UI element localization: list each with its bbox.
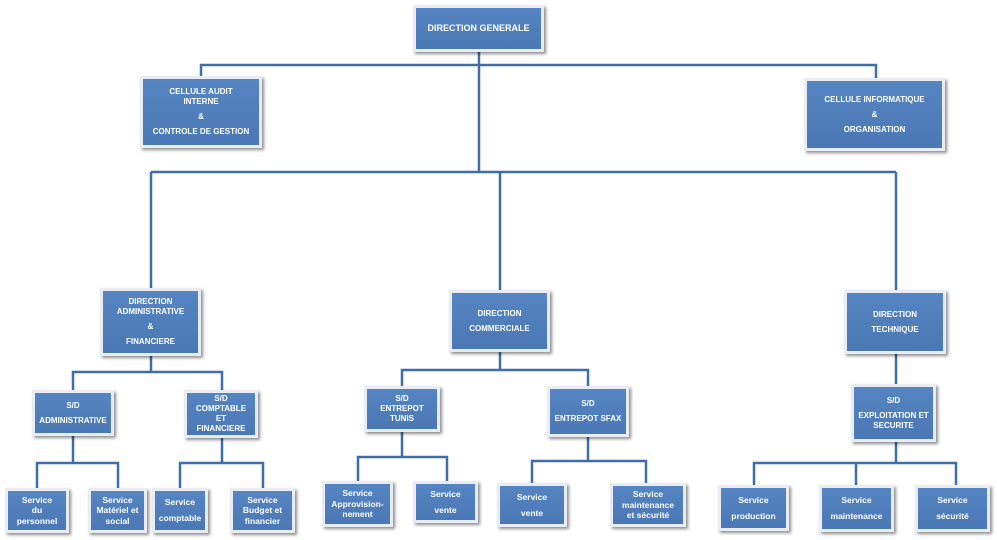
node-label: personnel <box>16 515 58 526</box>
node-label: vente <box>434 504 457 515</box>
node-label: CONTROLE DE GESTION <box>152 127 250 136</box>
node-label: Service <box>841 495 872 506</box>
node-label: TECHNIQUE <box>871 324 919 334</box>
node-label: et sécurité <box>626 510 670 521</box>
node-label: Service <box>102 494 133 505</box>
sd-entrepot-sfax-node[interactable]: S/D ENTREPOT SFAX <box>547 386 629 437</box>
node-label: social <box>105 515 130 526</box>
service-budget-financier-node[interactable]: Service Budget et financier <box>230 488 295 533</box>
service-vente-sfax-node[interactable]: Service vente <box>497 483 567 527</box>
node-label: Service <box>738 494 769 505</box>
node-label: DIRECTION <box>128 297 173 306</box>
node-label: ADMINISTRATIVE <box>116 307 185 316</box>
node-label: & <box>871 109 878 119</box>
service-materiel-social-node[interactable]: Service Matériel et social <box>88 488 147 533</box>
sd-comptable-financiere-node[interactable]: S/D COMPTABLE ET FINANCIERE <box>184 390 258 438</box>
node-label: & <box>198 112 204 121</box>
node-label: Approvision- <box>331 498 384 509</box>
service-approvisionnement-node[interactable]: Service Approvision- nement <box>322 481 393 527</box>
node-label: Service <box>247 494 278 505</box>
node-label: comptable <box>158 513 202 523</box>
node-label: INTERNE <box>183 97 219 106</box>
node-label: DIRECTION <box>477 308 522 318</box>
node-label: ENTREPOT SFAX <box>554 414 622 423</box>
node-label: Service <box>342 488 373 499</box>
cellule-audit-node[interactable]: CELLULE AUDIT INTERNE & CONTROLE DE GEST… <box>140 76 262 148</box>
node-label: financier <box>244 515 281 526</box>
service-personnel-node[interactable]: Service du personnel <box>5 488 69 533</box>
sd-exploitation-securite-node[interactable]: S/D EXPLOITATION ET SECURITE <box>851 384 936 442</box>
node-label: COMMERCIALE <box>469 323 530 333</box>
node-label: SECURITE <box>873 420 914 430</box>
node-label: Service <box>632 489 664 500</box>
node-label: Service <box>516 491 548 502</box>
node-label: du <box>31 505 43 516</box>
node-label: DIRECTION GENERALE <box>427 22 530 33</box>
node-label: TUNIS <box>390 414 414 423</box>
node-label: EXPLOITATION ET <box>858 410 929 420</box>
node-label: DIRECTION <box>873 309 917 319</box>
node-label: S/D <box>395 394 409 403</box>
node-label: Service <box>164 497 196 508</box>
cellule-informatique-node[interactable]: CELLULE INFORMATIQUE & ORGANISATION <box>804 78 945 151</box>
node-label: ADMINISTRATIVE <box>39 415 107 425</box>
service-maintenance-node[interactable]: Service maintenance <box>819 485 894 532</box>
service-comptable-node[interactable]: Service comptable <box>152 488 208 533</box>
node-label: vente <box>520 507 544 518</box>
node-label: maintenance <box>830 511 883 521</box>
node-label: Service <box>21 494 53 505</box>
node-label: CELLULE AUDIT <box>169 87 233 96</box>
direction-commerciale-node[interactable]: DIRECTION COMMERCIALE <box>449 290 550 352</box>
node-label: S/D <box>214 394 228 403</box>
node-label: Matériel et <box>96 505 139 516</box>
node-label: Service <box>430 488 461 499</box>
service-vente-tunis-node[interactable]: Service vente <box>413 481 478 523</box>
node-label: ET <box>215 414 227 423</box>
service-securite-node[interactable]: Service sécurité <box>915 485 990 532</box>
sd-entrepot-tunis-node[interactable]: S/D ENTREPOT TUNIS <box>364 386 440 432</box>
node-label: & <box>147 322 154 331</box>
direction-generale-node[interactable]: DIRECTION GENERALE <box>413 5 544 52</box>
node-label: production <box>731 510 776 521</box>
service-maintenance-securite-node[interactable]: Service maintenance et sécurité <box>610 483 686 527</box>
node-label: sécurité <box>936 511 969 521</box>
node-label: CELLULE INFORMATIQUE <box>824 94 925 104</box>
node-label: ENTREPOT <box>380 404 424 413</box>
node-label: S/D <box>581 399 595 408</box>
direction-technique-node[interactable]: DIRECTION TECHNIQUE <box>844 290 946 354</box>
node-label: FINANCIERE <box>126 337 175 346</box>
node-label: S/D <box>66 400 80 410</box>
direction-administrative-financiere-node[interactable]: DIRECTION ADMINISTRATIVE & FINANCIERE <box>100 288 201 356</box>
node-label: S/D <box>886 395 901 405</box>
sd-administrative-node[interactable]: S/D ADMINISTRATIVE <box>32 390 114 436</box>
node-label: FINANCIERE <box>196 424 246 433</box>
node-label: nement <box>342 509 373 520</box>
service-production-node[interactable]: Service production <box>718 485 789 531</box>
node-label: Service <box>937 495 968 506</box>
node-label: maintenance <box>622 499 674 510</box>
node-label: COMPTABLE <box>195 404 247 413</box>
node-label: ORGANISATION <box>843 124 906 134</box>
node-label: Budget et <box>242 505 283 516</box>
